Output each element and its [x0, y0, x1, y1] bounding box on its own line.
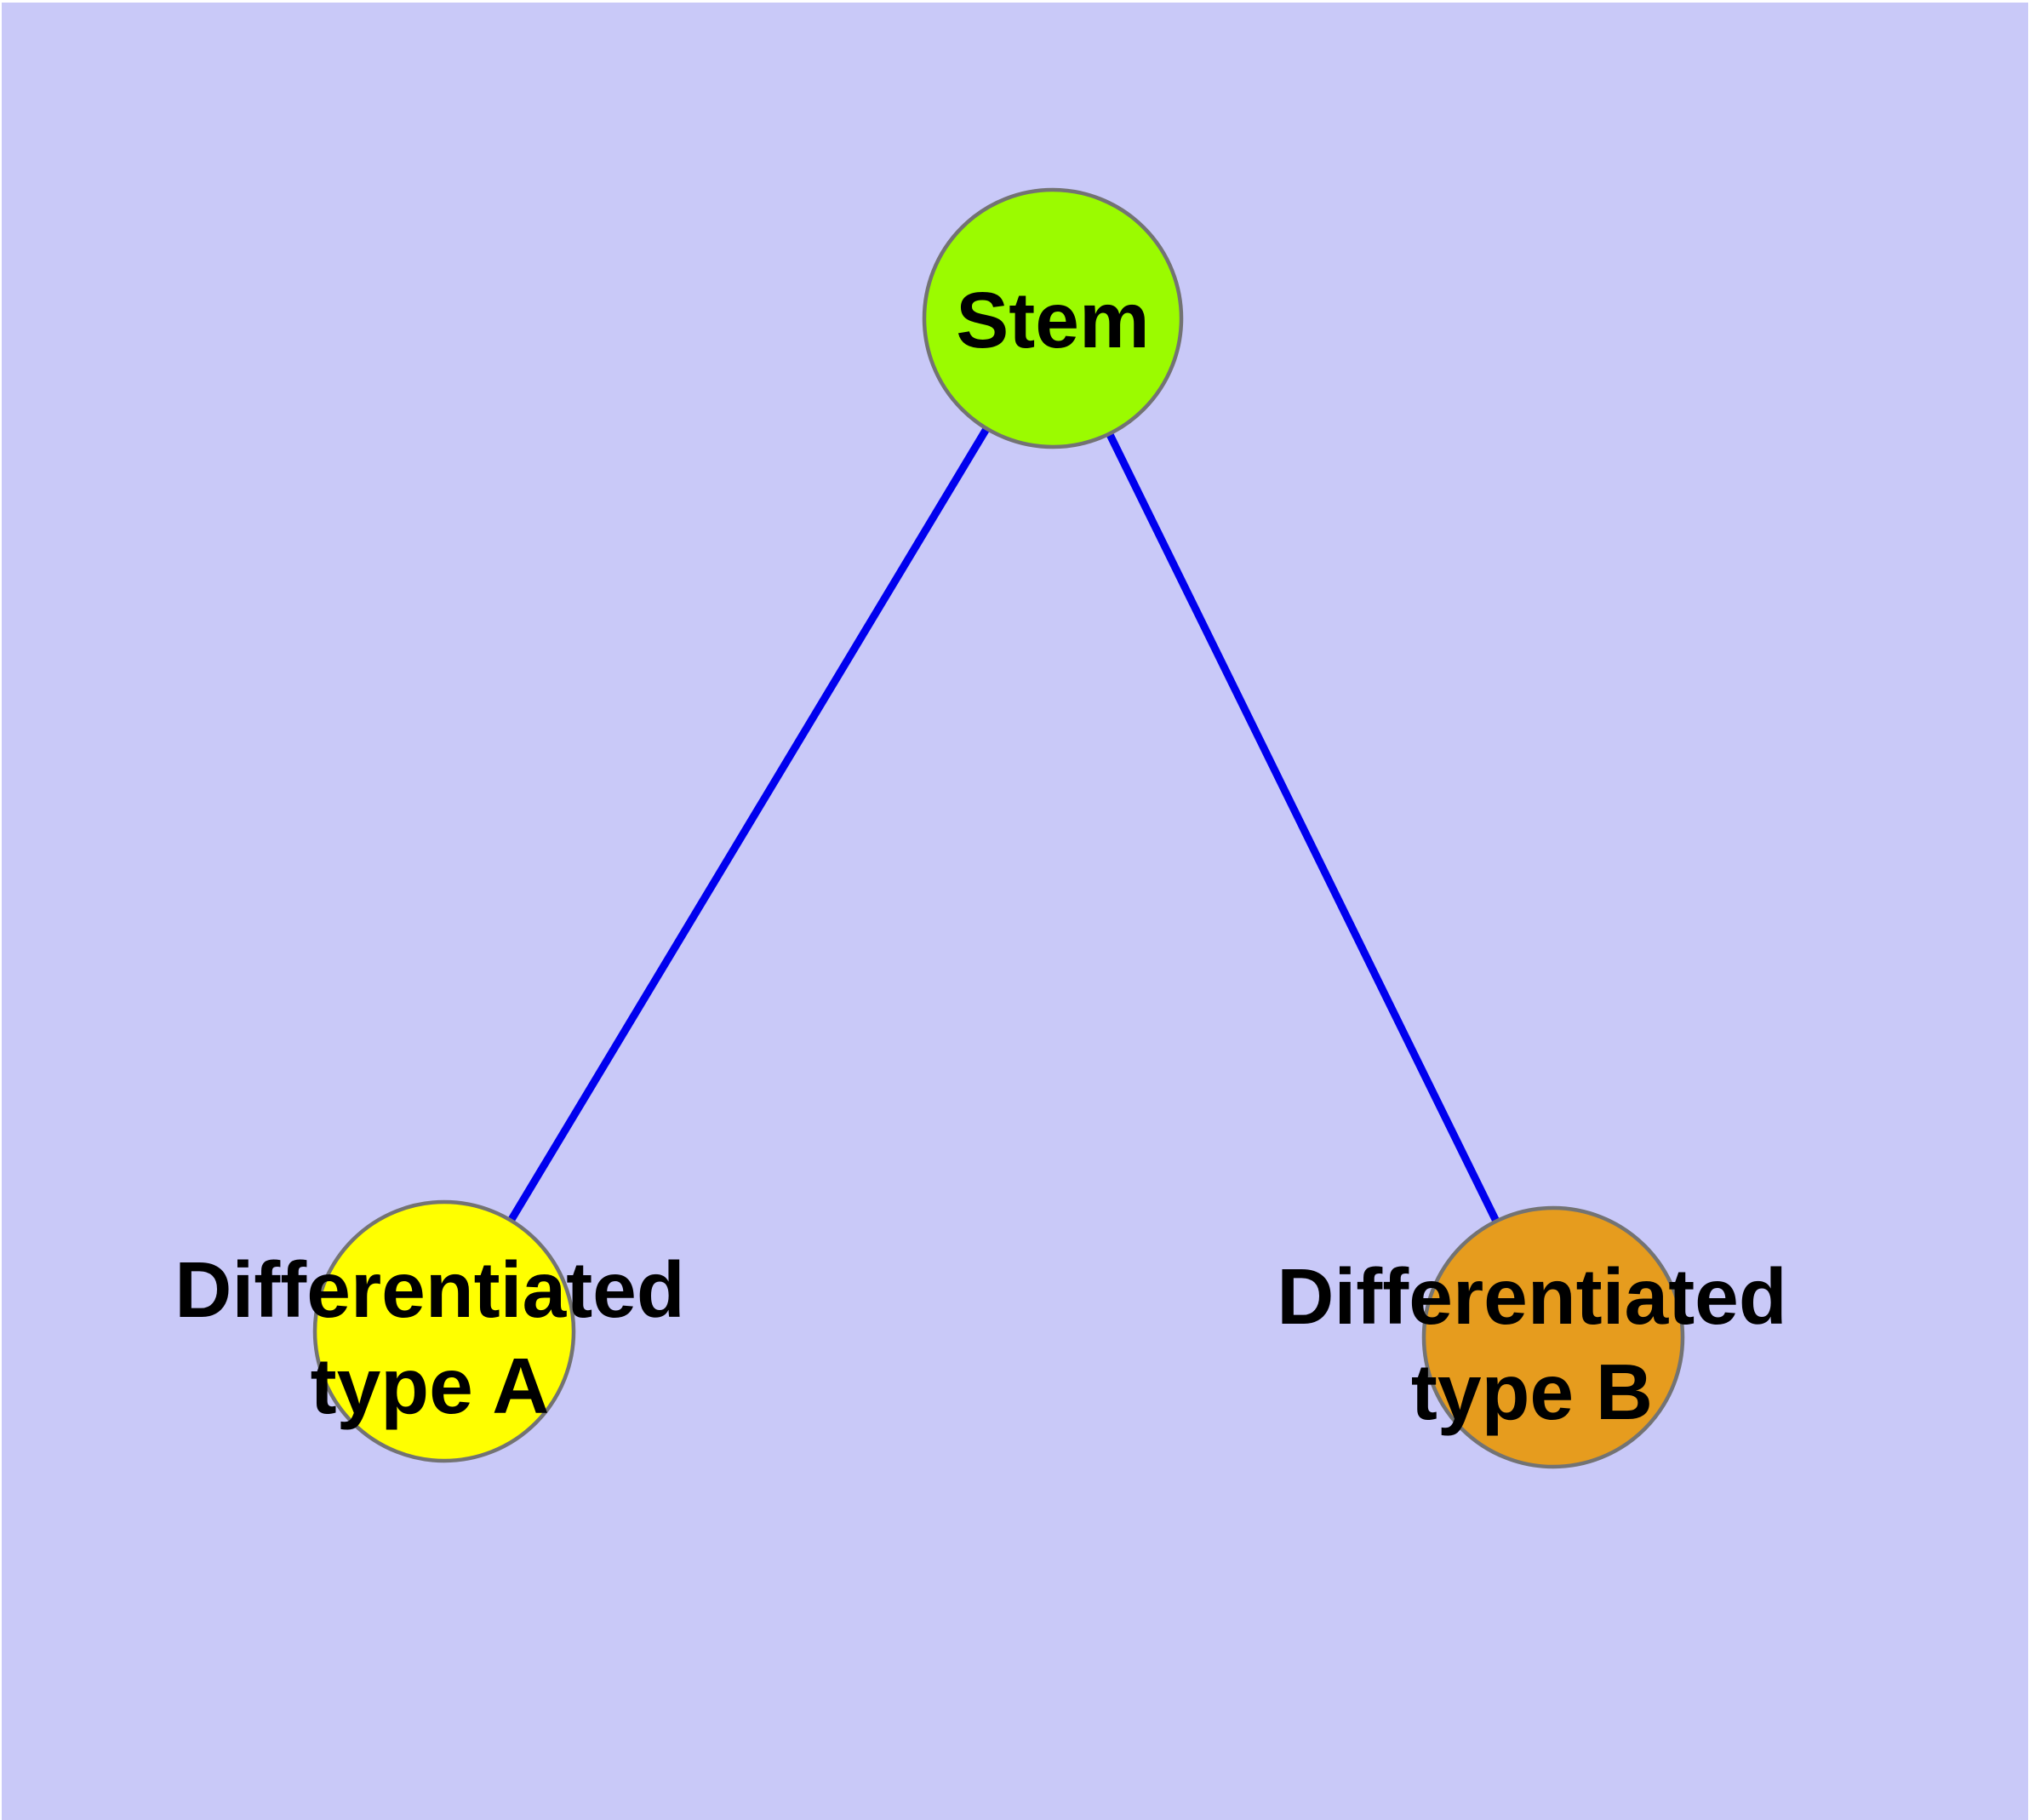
node-label-stem: Stem [956, 276, 1149, 364]
node-differentiated-type-a [312, 1199, 576, 1463]
node-label-type-b-line1: Differentiated [1277, 1252, 1786, 1341]
node-label-type-a-line1: Differentiated [174, 1245, 684, 1334]
edge-stem-to-type-b [1049, 314, 1557, 1342]
node-label-type-a-line2: type A [311, 1342, 550, 1430]
node-stem [922, 187, 1184, 449]
edge-stem-to-type-a [440, 314, 1057, 1336]
node-differentiated-type-b [1421, 1205, 1685, 1469]
node-label-type-b-line2: type B [1411, 1348, 1653, 1436]
